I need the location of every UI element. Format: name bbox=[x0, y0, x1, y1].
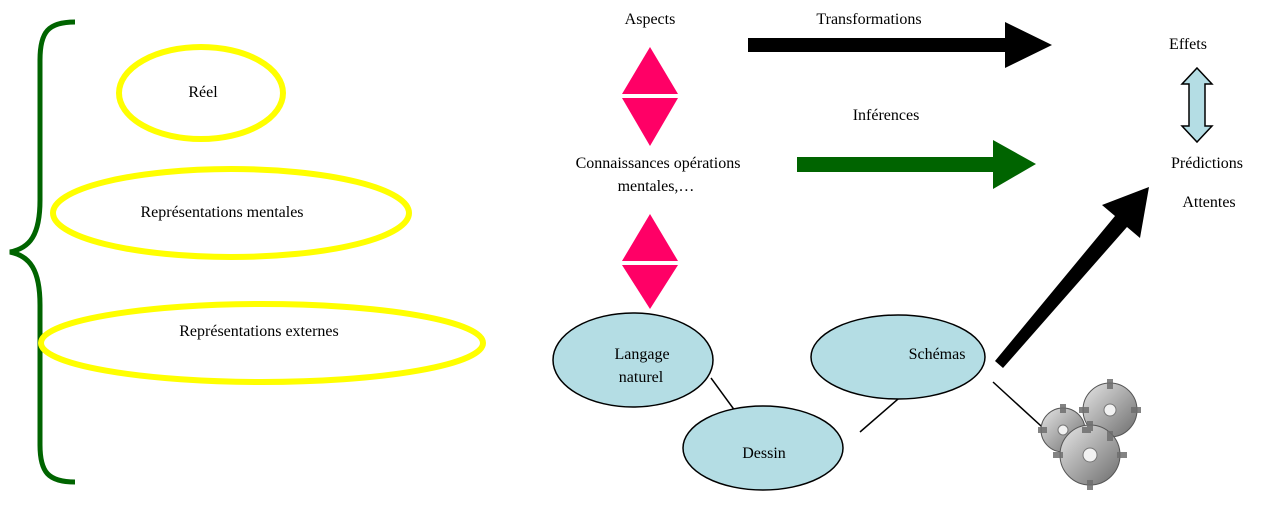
label-inferences: Inférences bbox=[852, 107, 920, 124]
label-dessin: Dessin bbox=[742, 445, 786, 462]
label-transformations: Transformations bbox=[816, 11, 922, 28]
label-langage-line2: naturel bbox=[618, 369, 664, 386]
langage-naturel-ellipse bbox=[552, 312, 714, 408]
label-effets: Effets bbox=[1169, 36, 1207, 53]
label-representations-mentales: Représentations mentales bbox=[140, 204, 304, 221]
representations-externes-ellipse bbox=[38, 301, 486, 385]
label-attentes: Attentes bbox=[1182, 194, 1236, 211]
label-predictions: Prédictions bbox=[1171, 155, 1243, 172]
reel-ellipse bbox=[116, 44, 286, 142]
connaissances-langage-double-arrow bbox=[622, 214, 678, 309]
label-representations-externes: Représentations externes bbox=[179, 323, 339, 340]
schemas-predictions-arrow bbox=[995, 187, 1149, 368]
label-reel: Réel bbox=[188, 84, 218, 101]
aspects-connaissances-double-arrow bbox=[622, 47, 678, 146]
label-aspects: Aspects bbox=[624, 11, 676, 28]
label-connaissances-line2: mentales,… bbox=[617, 178, 695, 195]
inferences-arrow bbox=[797, 140, 1036, 189]
label-connaissances-line1: Connaissances opérations bbox=[575, 155, 741, 172]
label-langage-line1: Langage bbox=[614, 346, 670, 363]
effets-predictions-double-arrow bbox=[1180, 66, 1214, 144]
label-schemas: Schémas bbox=[908, 346, 966, 363]
gears-icon bbox=[1038, 379, 1141, 490]
representations-mentales-ellipse bbox=[50, 166, 412, 260]
dessin-ellipse bbox=[682, 405, 844, 491]
transformations-arrow bbox=[748, 22, 1052, 68]
schemas-ellipse bbox=[810, 314, 986, 400]
left-brace bbox=[9, 19, 76, 485]
